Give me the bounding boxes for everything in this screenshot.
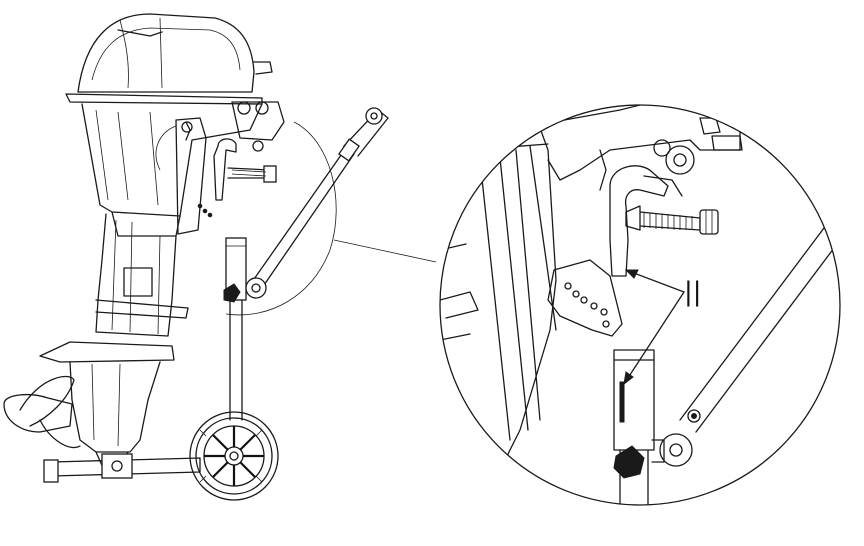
detail-callout-label: || <box>684 277 702 307</box>
stand-wheel <box>189 411 279 501</box>
detail-view: || <box>439 104 841 506</box>
transport-stand <box>43 107 389 483</box>
detail-circle <box>155 121 437 316</box>
outboard-motor <box>3 13 285 471</box>
